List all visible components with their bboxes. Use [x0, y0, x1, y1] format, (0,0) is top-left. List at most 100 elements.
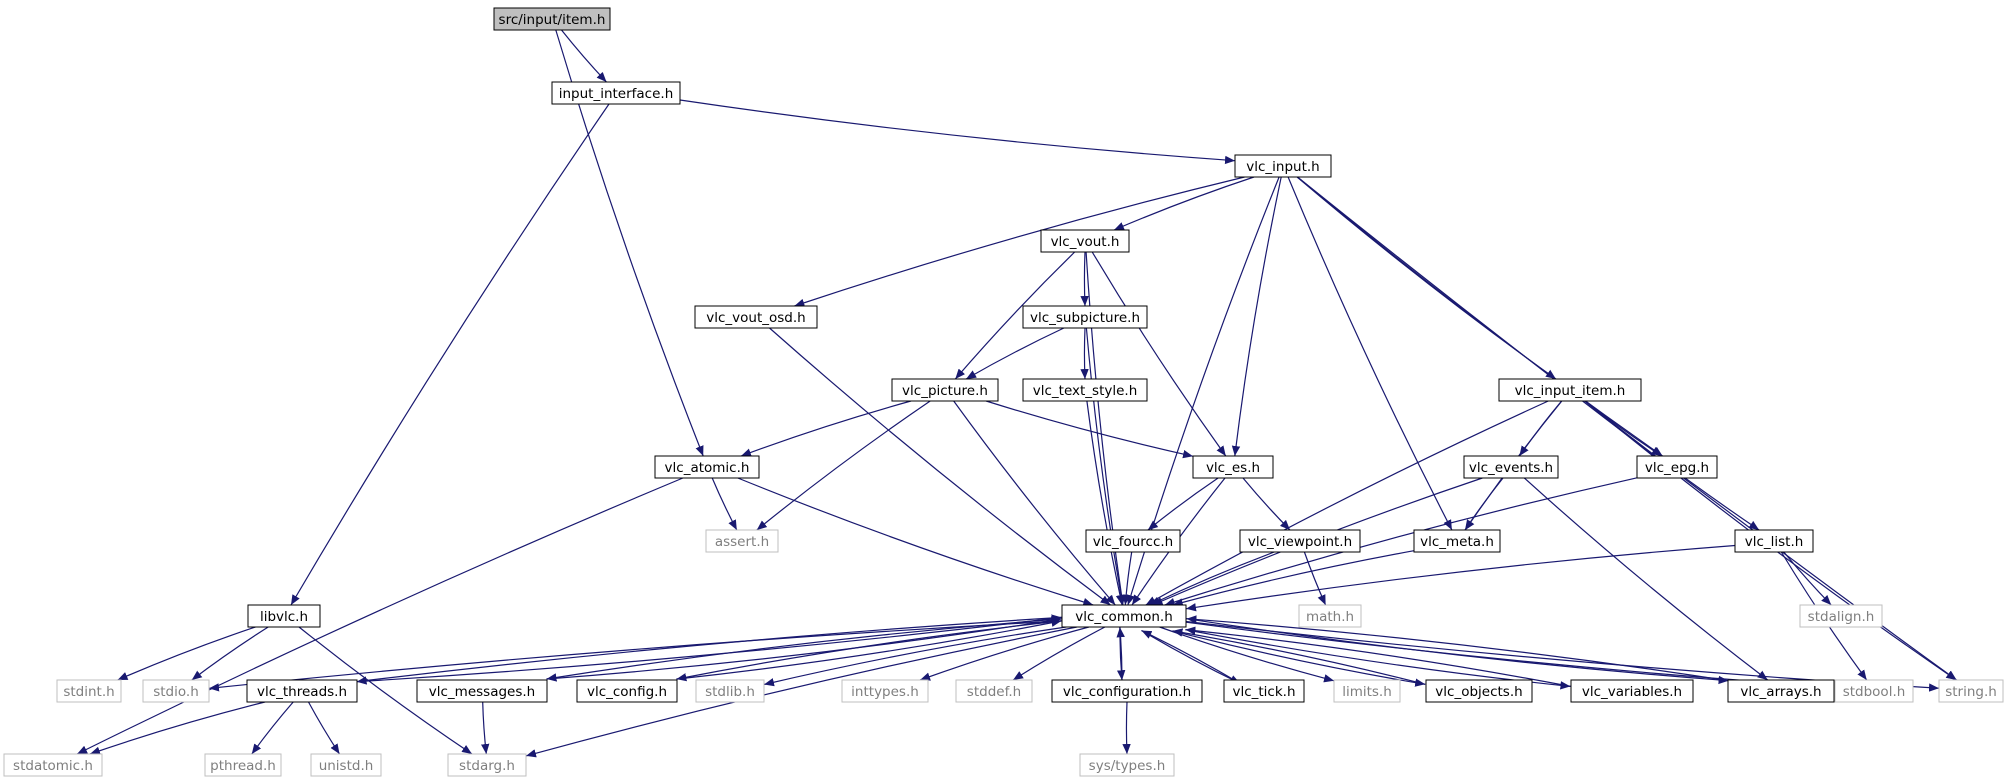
node-vlc-input-h[interactable]: vlc_input.h: [1234, 154, 1332, 178]
node-box: [247, 604, 321, 628]
node-box: [1799, 604, 1883, 628]
node-box: [1234, 154, 1332, 178]
node-vlc-configuration-h[interactable]: vlc_configuration.h: [1051, 679, 1203, 703]
node-vlc-vout-osd-h[interactable]: vlc_vout_osd.h: [694, 305, 818, 329]
node-box: [1022, 378, 1148, 402]
node-assert-h: assert.h: [705, 529, 779, 553]
node-label: unistd.h: [319, 758, 374, 774]
node-box: [1727, 679, 1835, 703]
node-label: vlc_vout_osd.h: [706, 310, 805, 326]
node-vlc-meta-h[interactable]: vlc_meta.h: [1413, 529, 1501, 553]
edge-vlc_picture_h-to-vlc_es_h: [985, 400, 1194, 459]
node-box: [551, 81, 681, 105]
node-box: [705, 529, 779, 553]
edge-vlc_picture_h-to-vlc_common_h: [953, 400, 1116, 606]
edge-vlc_threads_h-to-vlc_common_h: [356, 614, 1062, 683]
edge-vlc_objects_h-to-vlc_common_h: [1172, 628, 1426, 685]
node-label: inttypes.h: [851, 684, 919, 700]
node-vlc-messages-h[interactable]: vlc_messages.h: [416, 679, 548, 703]
edge-vlc_picture_h-to-vlc_atomic_h: [740, 400, 912, 457]
node-box: [1463, 455, 1559, 479]
node-vlc-viewpoint-h[interactable]: vlc_viewpoint.h: [1239, 529, 1361, 553]
node-box: [1085, 529, 1181, 553]
node-unistd-h: unistd.h: [310, 753, 382, 777]
edge-vlc_arrays_h-to-vlc_common_h: [1186, 615, 1729, 682]
edge-vlc_common_h-to-inttypes_h: [919, 626, 1090, 681]
node-vlc-es-h[interactable]: vlc_es.h: [1192, 455, 1274, 479]
node-box: [447, 753, 527, 777]
node-vlc-list-h[interactable]: vlc_list.h: [1734, 529, 1814, 553]
edge-vlc_common_h-to-stdio_h: [208, 620, 1063, 692]
node-vlc-tick-h[interactable]: vlc_tick.h: [1223, 679, 1305, 703]
node-label: vlc_text_style.h: [1033, 383, 1138, 399]
node-label: libvlc.h: [260, 609, 308, 625]
node-box: [1079, 753, 1175, 777]
node-vlc-threads-h[interactable]: vlc_threads.h: [246, 679, 358, 703]
node-vlc-subpicture-h[interactable]: vlc_subpicture.h: [1022, 305, 1148, 329]
node-box: [891, 378, 999, 402]
node-box: [1636, 455, 1718, 479]
node-vlc-input-item-h[interactable]: vlc_input_item.h: [1498, 378, 1642, 402]
node-label: vlc_threads.h: [257, 684, 347, 700]
edge-vlc_common_h-to-stdarg_h: [525, 626, 1078, 758]
edge-vlc_subpicture_h-to-vlc_text_style_h: [1080, 327, 1089, 380]
node-box: [1498, 378, 1642, 402]
node-vlc-fourcc-h[interactable]: vlc_fourcc.h: [1085, 529, 1181, 553]
node-vlc-vout-h[interactable]: vlc_vout.h: [1040, 229, 1130, 253]
node-item-h[interactable]: src/input/item.h: [493, 7, 611, 31]
node-label: vlc_common.h: [1075, 609, 1173, 625]
node-vlc-arrays-h[interactable]: vlc_arrays.h: [1727, 679, 1835, 703]
node-box: [1239, 529, 1361, 553]
node-label: src/input/item.h: [499, 12, 606, 28]
node-vlc-text-style-h[interactable]: vlc_text_style.h: [1022, 378, 1148, 402]
node-vlc-atomic-h[interactable]: vlc_atomic.h: [654, 455, 760, 479]
node-box: [841, 679, 929, 703]
node-label: vlc_messages.h: [429, 684, 535, 700]
edge-vlc_fourcc_h-to-vlc_common_h: [1121, 551, 1133, 606]
node-label: vlc_viewpoint.h: [1248, 534, 1352, 550]
node-stddef-h: stddef.h: [955, 679, 1033, 703]
header-nodes: src/input/item.h input_interface.h vlc_inp…: [3, 7, 2004, 777]
node-box: [142, 679, 210, 703]
node-box: [955, 679, 1033, 703]
edge-vlc_common_h-to-vlc_threads_h: [356, 616, 1062, 685]
edge-vlc_common_h-to-vlc_arrays_h: [1186, 618, 1729, 685]
node-vlc-objects-h[interactable]: vlc_objects.h: [1425, 679, 1533, 703]
node-vlc-epg-h[interactable]: vlc_epg.h: [1636, 455, 1718, 479]
node-label: vlc_tick.h: [1232, 684, 1295, 700]
node-math-h: math.h: [1298, 604, 1362, 628]
node-label: vlc_config.h: [587, 684, 667, 700]
node-box: [576, 679, 678, 703]
node-vlc-picture-h[interactable]: vlc_picture.h: [891, 378, 999, 402]
node-box: [1425, 679, 1533, 703]
edge-vlc_atomic_h-to-stdatomic_h: [76, 477, 684, 755]
edge-vlc_subpicture_h-to-vlc_picture_h: [965, 327, 1065, 380]
node-label: math.h: [1306, 609, 1354, 625]
edge-vlc_input_h-to-vlc_es_h: [1231, 176, 1282, 457]
node-label: vlc_configuration.h: [1063, 684, 1191, 700]
edge-vlc_input_h-to-vlc_meta_h: [1287, 176, 1453, 531]
node-label: stdlib.h: [705, 684, 755, 700]
node-input-interface-h[interactable]: input_interface.h: [551, 81, 681, 105]
edge-vlc_es_h-to-vlc_viewpoint_h: [1242, 477, 1291, 531]
node-libvlc-h[interactable]: libvlc.h: [247, 604, 321, 628]
edge-vlc_events_h-to-vlc_arrays_h: [1523, 477, 1769, 681]
edge-vlc_common_h-to-stdlib_h: [763, 626, 1067, 687]
node-box: [1051, 679, 1203, 703]
node-label: vlc_epg.h: [1645, 460, 1709, 476]
node-vlc-common-h[interactable]: vlc_common.h: [1061, 604, 1187, 628]
node-label: stdarg.h: [459, 758, 515, 774]
node-vlc-config-h[interactable]: vlc_config.h: [576, 679, 678, 703]
node-label: vlc_es.h: [1206, 460, 1260, 476]
edge-input_interface_h-to-vlc_input_h: [679, 99, 1236, 165]
node-label: limits.h: [1342, 684, 1392, 700]
node-vlc-variables-h[interactable]: vlc_variables.h: [1570, 679, 1694, 703]
edge-item_h-to-input_interface_h: [561, 29, 607, 83]
node-stdarg-h: stdarg.h: [447, 753, 527, 777]
node-label: vlc_subpicture.h: [1030, 310, 1140, 326]
edge-vlc_common_h-to-vlc_variables_h: [1185, 629, 1571, 690]
node-label: vlc_input.h: [1246, 159, 1320, 175]
node-label: stdatomic.h: [13, 758, 93, 774]
node-vlc-events-h[interactable]: vlc_events.h: [1463, 455, 1559, 479]
node-box: [695, 679, 765, 703]
